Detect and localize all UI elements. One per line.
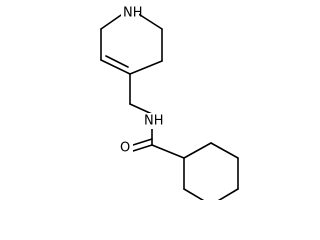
bond-c4-c5	[100, 59, 131, 75]
bond-c4-c5-double	[105, 55, 129, 68]
amide-nh-mask	[143, 113, 161, 129]
carbonyl-o-mask	[118, 139, 133, 155]
molecule-diagram: NH NH O	[100, 4, 239, 200]
bond-cy6-cy1	[183, 142, 212, 159]
bond-cy2-cy3	[183, 188, 205, 200]
bond-c6-n1	[100, 12, 125, 30]
bond-n1-c2	[136, 12, 163, 30]
bond-carbonyl-c-o	[132, 144, 153, 152]
bond-cy5-cy6	[210, 142, 239, 159]
cyclohexane-ring	[183, 142, 239, 200]
bond-carbonyl-c-o-double	[132, 138, 153, 146]
bond-carbonyl-to-ring	[151, 144, 185, 159]
ring-nh-mask	[121, 4, 139, 22]
amide-nh-label: NH	[144, 114, 164, 129]
tetrahydropyridine-ring	[100, 12, 163, 75]
bond-c3-c4	[129, 60, 163, 75]
amide-group	[132, 127, 185, 159]
carbonyl-o-label: O	[120, 141, 130, 156]
ring-nh-label: NH	[123, 6, 143, 21]
bond-ch2-nh	[129, 103, 153, 115]
methylene-linker	[129, 73, 153, 115]
bond-cy3-cy4	[217, 188, 239, 200]
